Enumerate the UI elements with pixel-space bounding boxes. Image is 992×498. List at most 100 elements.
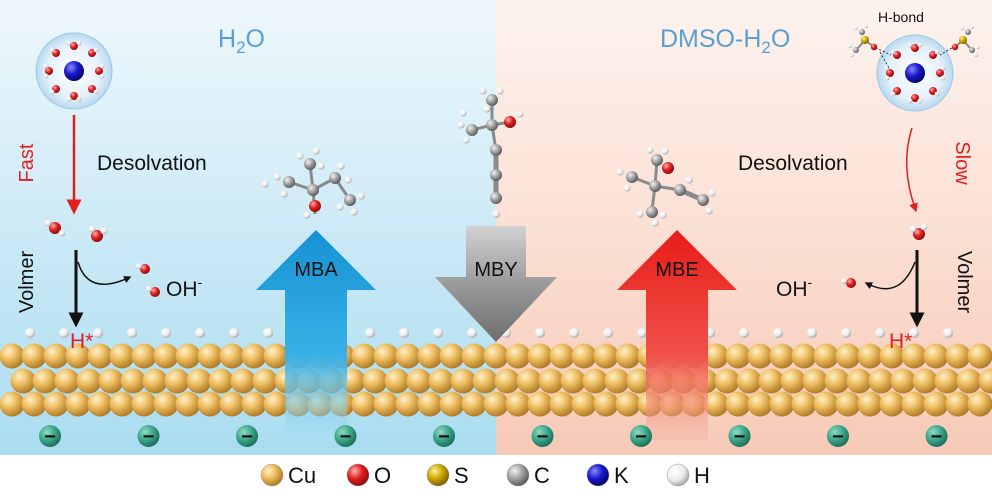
cu-atom <box>462 392 487 417</box>
adsorbed-h-atom <box>569 328 579 338</box>
svg-text:MBA: MBA <box>294 259 338 281</box>
cu-atom <box>264 344 289 369</box>
cu-atom <box>22 344 47 369</box>
oh-right-label: OH- <box>776 274 813 301</box>
cu-atom <box>363 369 388 394</box>
cu-atom <box>814 392 839 417</box>
cu-atom <box>176 392 201 417</box>
cu-atom <box>88 392 113 417</box>
k-ion <box>64 61 84 81</box>
volmer-left-label: Volmer <box>16 251 38 314</box>
adsorbed-h-atom <box>807 328 817 338</box>
adsorbed-h-atom <box>467 328 477 338</box>
cu-atom <box>99 369 124 394</box>
cu-atom <box>484 344 509 369</box>
cu-atom <box>792 392 817 417</box>
cu-atom <box>484 392 509 417</box>
adsorbed-h-atom <box>263 328 273 338</box>
fast-label: Fast <box>16 143 38 182</box>
cu-atom <box>495 369 520 394</box>
cu-atom <box>572 392 597 417</box>
h-star-left: H* <box>70 330 93 353</box>
cu-atom <box>473 369 498 394</box>
cu-atom <box>858 392 883 417</box>
cu-atom <box>836 392 861 417</box>
cu-atom <box>726 344 751 369</box>
cu-atom <box>55 369 80 394</box>
cu-atom <box>242 344 267 369</box>
cu-atom <box>825 369 850 394</box>
adsorbed-h-atom <box>229 328 239 338</box>
cu-atom <box>44 392 69 417</box>
svg-text:−: − <box>340 426 352 448</box>
cu-atom <box>165 369 190 394</box>
cu-atom <box>77 369 102 394</box>
adsorbed-h-atom <box>195 328 205 338</box>
cu-atom <box>253 369 278 394</box>
cu-atom <box>737 369 762 394</box>
cu-atom <box>462 344 487 369</box>
cu-atom <box>968 392 992 417</box>
adsorbed-h-atom <box>603 328 613 338</box>
cu-atom <box>198 344 223 369</box>
svg-text:−: − <box>734 426 746 448</box>
cu-atom <box>836 344 861 369</box>
adsorbed-h-atom <box>399 328 409 338</box>
cu-atom <box>110 392 135 417</box>
cu-atom <box>242 392 267 417</box>
h-star-right: H* <box>889 330 912 353</box>
adsorbed-h-atom <box>59 328 69 338</box>
cu-atom <box>550 392 575 417</box>
cu-atom <box>440 392 465 417</box>
legend-item-cu: Cu <box>261 463 316 488</box>
cu-atom <box>605 369 630 394</box>
cu-atom <box>451 369 476 394</box>
cu-atom <box>154 392 179 417</box>
adsorbed-h-atom <box>739 328 749 338</box>
adsorbed-h-atom <box>433 328 443 338</box>
cu-atom <box>726 392 751 417</box>
cu-atom <box>407 369 432 394</box>
cu-atom <box>176 344 201 369</box>
cu-atom <box>209 369 234 394</box>
volmer-right-label: Volmer <box>953 251 975 314</box>
cu-atom <box>924 344 949 369</box>
cu-atom <box>891 369 916 394</box>
adsorbed-h-atom <box>875 328 885 338</box>
adsorbed-h-atom <box>365 328 375 338</box>
cu-atom <box>594 392 619 417</box>
adsorbed-h-atom <box>841 328 851 338</box>
cu-atom <box>22 392 47 417</box>
cu-atom <box>374 392 399 417</box>
cu-atom <box>594 344 619 369</box>
cu-atom <box>220 344 245 369</box>
slow-label: Slow <box>951 141 973 185</box>
cu-atom <box>220 392 245 417</box>
cu-atom <box>957 369 982 394</box>
hbond-label: H-bond <box>878 9 924 25</box>
legend-label: C <box>534 463 550 488</box>
cu-atom <box>946 392 971 417</box>
k-ion <box>905 63 925 83</box>
cu-atom <box>913 369 938 394</box>
right-solvent-title: DMSO-H2O <box>660 25 790 57</box>
svg-text:−: − <box>438 426 450 448</box>
adsorbed-h-atom <box>535 328 545 338</box>
cu-atom <box>264 392 289 417</box>
cu-atom <box>869 369 894 394</box>
cu-atom <box>550 344 575 369</box>
cu-atom <box>616 392 641 417</box>
cu-atom <box>946 344 971 369</box>
cu-atom <box>418 344 443 369</box>
cu-atom <box>154 344 179 369</box>
cu-atom <box>385 369 410 394</box>
svg-text:−: − <box>44 426 56 448</box>
cu-atom <box>539 369 564 394</box>
cu-atom <box>506 344 531 369</box>
legend-label: H <box>694 463 710 488</box>
adsorbed-h-atom <box>161 328 171 338</box>
cu-atom <box>880 392 905 417</box>
cu-atom <box>561 369 586 394</box>
cu-atom <box>968 344 992 369</box>
